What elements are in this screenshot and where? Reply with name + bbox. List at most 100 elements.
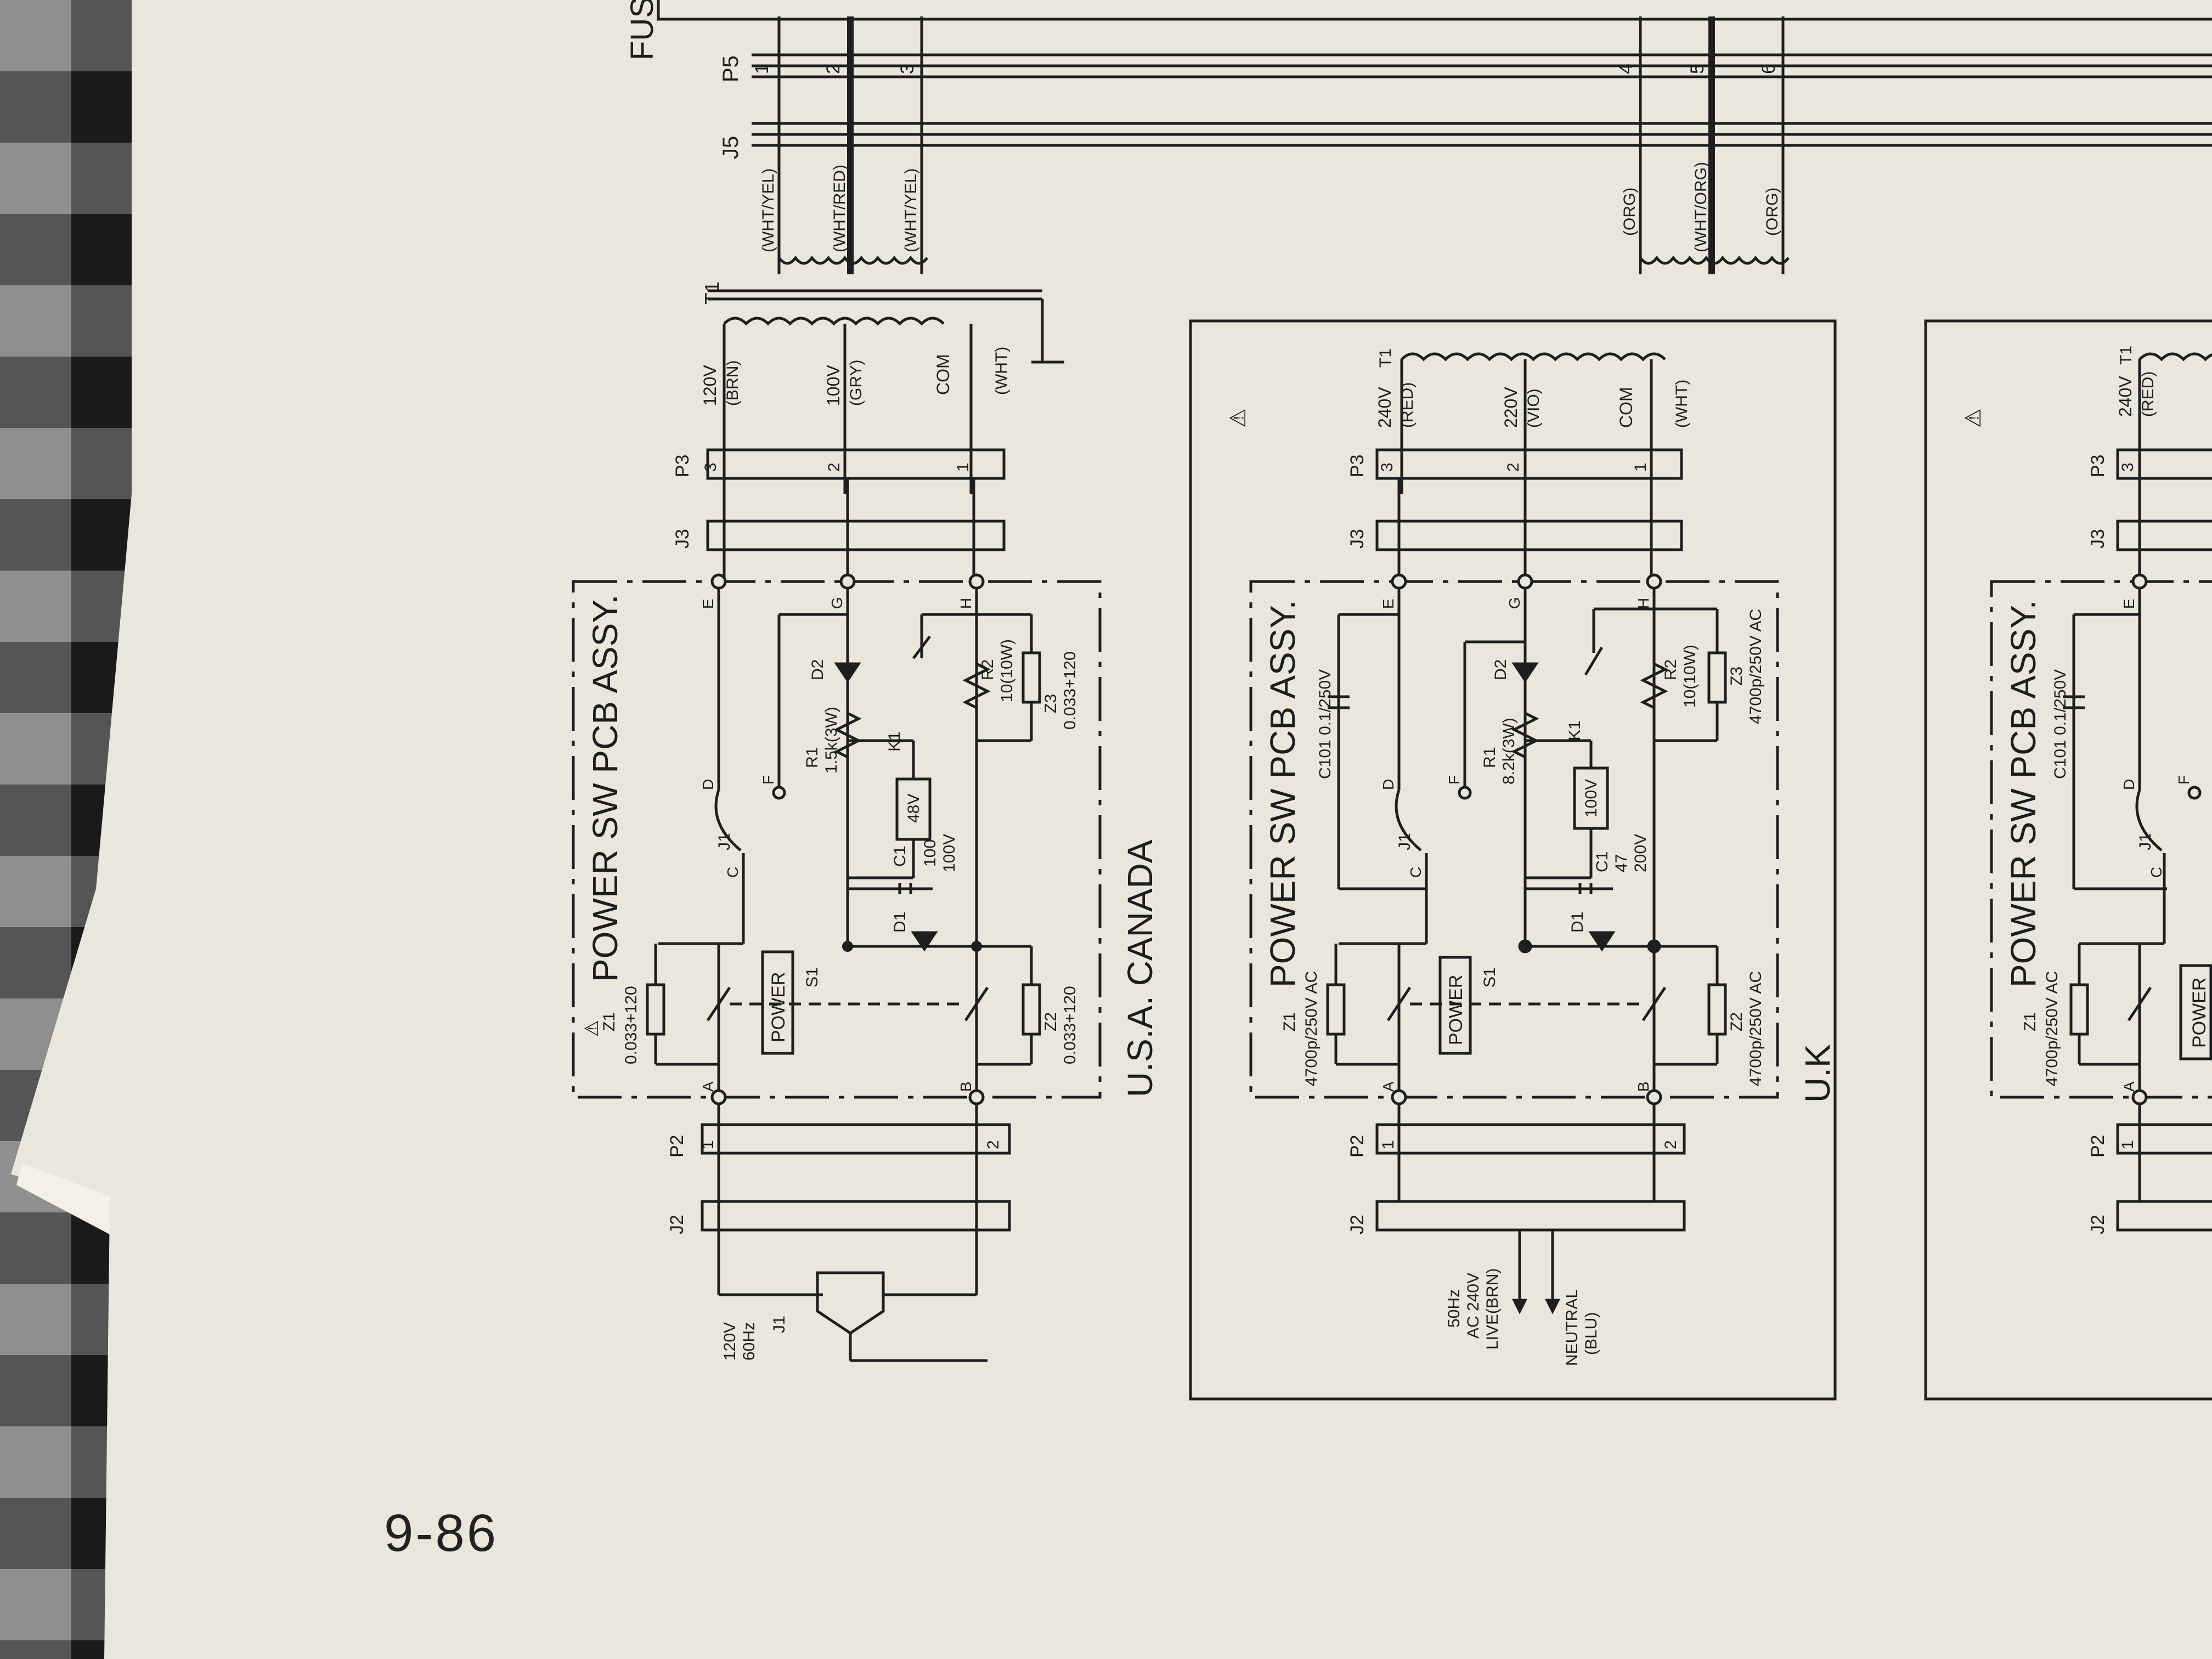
usa-p2-pin2: 2 [984, 1140, 1002, 1149]
uk-z1-label: Z1 [1280, 1012, 1299, 1031]
uk-node-f: F [1446, 775, 1463, 785]
third-node-a: A [2120, 1081, 2137, 1092]
wire-color-6: (ORG) [1763, 188, 1781, 236]
uk-section: ⚠ POWER SW PCB ASSY. U.K 240V (RED) 220V… [1189, 319, 1837, 1401]
usa-j2-label: J2 [667, 1215, 687, 1234]
uk-r2-label: R2 [1662, 659, 1680, 680]
uk-node-c: C [1407, 867, 1424, 878]
wire-color-3: (WHT/YEL) [902, 168, 920, 252]
usa-z3-label: Z3 [1042, 694, 1060, 713]
usa-node-g: G [828, 597, 845, 609]
uk-live-freq: 50Hz [1445, 1289, 1463, 1328]
wire-color-4: (ORG) [1621, 188, 1639, 236]
usa-node-h: H [957, 598, 974, 609]
uk-node-g: G [1506, 597, 1523, 609]
usa-labels: POWER SW PCB ASSY. U.S.A. CANADA 120V (B… [582, 347, 1160, 1361]
uk-tap-com: COM [1616, 387, 1636, 428]
usa-transformer-winding [723, 317, 945, 326]
top-pin-3: 3 [897, 64, 918, 74]
top-pin-5: 5 [1687, 64, 1708, 74]
uk-tap-220v: 220V [1501, 387, 1521, 428]
usa-c1-value2: 100V [940, 834, 958, 872]
uk-r1-label: R1 [1481, 747, 1499, 768]
paper-curl [16, 1163, 110, 1234]
usa-tap-com: COM [933, 354, 953, 395]
uk-d1-diode [1588, 931, 1616, 952]
usa-p3-pin3: 3 [702, 462, 720, 472]
third-pcb-border [1990, 580, 2212, 1099]
third-warning-icon: ⚠ [1961, 408, 1985, 428]
usa-p3-pin1: 1 [954, 462, 972, 472]
uk-c101-label: C101 0.1/250V [1316, 669, 1334, 779]
usa-p3-label: P3 [672, 454, 693, 477]
usa-c1-label: C1 [891, 846, 909, 867]
usa-c1-value1: 100 [921, 839, 939, 867]
usa-p2-connector [701, 1123, 1011, 1155]
top-pin-1: 1 [752, 64, 772, 74]
uk-assy-title: POWER SW PCB ASSY. [1263, 600, 1302, 988]
uk-p3-pin2: 2 [1504, 462, 1522, 472]
uk-c1-value1: 47 [1612, 854, 1630, 872]
uk-r2-value: 10(10W) [1681, 645, 1699, 708]
usa-j3-label: J3 [672, 529, 693, 549]
third-z1-label: Z1 [2021, 1012, 2039, 1031]
uk-r1-value: 8.2k(3W) [1500, 718, 1518, 785]
usa-s1-label: S1 [803, 967, 821, 988]
uk-power-switch-box [1438, 956, 1472, 1055]
usa-z1-value: 0.033+120 [622, 986, 640, 1064]
uk-p3-pin1: 1 [1632, 462, 1650, 472]
usa-z3-value: 0.033+120 [1061, 651, 1079, 730]
usa-tap-brn: (BRN) [724, 360, 742, 406]
uk-z3-label: Z3 [1728, 667, 1746, 686]
usa-j2-connector [701, 1200, 1011, 1232]
usa-tap-gry: (GRY) [847, 360, 865, 406]
third-t1-label: T1 [2117, 346, 2135, 365]
wire-color-5: (WHT/ORG) [1692, 162, 1710, 252]
uk-t1-label: T1 [1376, 348, 1395, 368]
third-c101-label: C101 0.1/250V [2051, 669, 2069, 779]
third-p3-connector [2116, 448, 2212, 480]
usa-z2-value: 0.033+120 [1061, 986, 1079, 1064]
uk-neutral-wire: (BLU) [1582, 1312, 1600, 1355]
uk-r1-resistor [1511, 712, 1539, 759]
paper-sheet [11, 0, 2212, 1659]
usa-node-a: A [699, 1081, 716, 1092]
third-assy-title: POWER SW PCB ASSY. [2004, 600, 2043, 988]
uk-live-voltage: AC 240V [1464, 1273, 1482, 1339]
uk-r2-resistor [1640, 662, 1668, 709]
uk-live-wire: LIVE(BRN) [1483, 1268, 1502, 1350]
uk-p3-pin3: 3 [1378, 462, 1396, 472]
third-j3-label: J3 [2087, 529, 2108, 549]
usa-p2-pin1: 1 [699, 1140, 717, 1149]
usa-node-b: B [957, 1081, 974, 1092]
third-p3-label: P3 [2087, 454, 2108, 477]
uk-tap-wht: (WHT) [1673, 380, 1691, 428]
uk-p2-pin2: 2 [1662, 1140, 1680, 1149]
third-j2-label: J2 [2087, 1215, 2108, 1234]
p5-label: P5 [719, 55, 743, 82]
usa-d2-diode [834, 662, 861, 683]
usa-r2-label: R2 [979, 659, 997, 680]
uk-pcb-border [1249, 580, 1779, 1099]
usa-z2-label: Z2 [1042, 1012, 1060, 1031]
page-number: 9-86 [384, 1504, 499, 1562]
usa-j3-connector [706, 520, 1006, 551]
uk-p2-pin1: 1 [1379, 1140, 1397, 1149]
uk-tap-240v: 240V [1375, 387, 1395, 428]
usa-k1-label: K1 [885, 731, 904, 752]
top-pin-4: 4 [1616, 64, 1637, 74]
third-labels: ⚠ POWER SW PCB ASSY. 240V (RED) T1 P3 J3… [1961, 346, 2210, 1234]
uk-z3-value: 4700p/250V AC [1747, 609, 1765, 724]
wire-color-2: (WHT/RED) [831, 165, 849, 252]
usa-p3-connector [706, 448, 1006, 480]
uk-node-d: D [1380, 779, 1397, 790]
third-node-c: C [2148, 867, 2165, 878]
uk-outer-frame [1189, 319, 1837, 1401]
usa-d1-diode [911, 931, 938, 952]
top-pin-6: 6 [1758, 64, 1779, 74]
third-j1-label: J1 [2136, 833, 2154, 850]
third-nodes [2131, 573, 2202, 1105]
third-j3-connector [2116, 520, 2212, 551]
uk-nodes [1391, 573, 1662, 1105]
usa-p3-pin2: 2 [825, 462, 843, 472]
